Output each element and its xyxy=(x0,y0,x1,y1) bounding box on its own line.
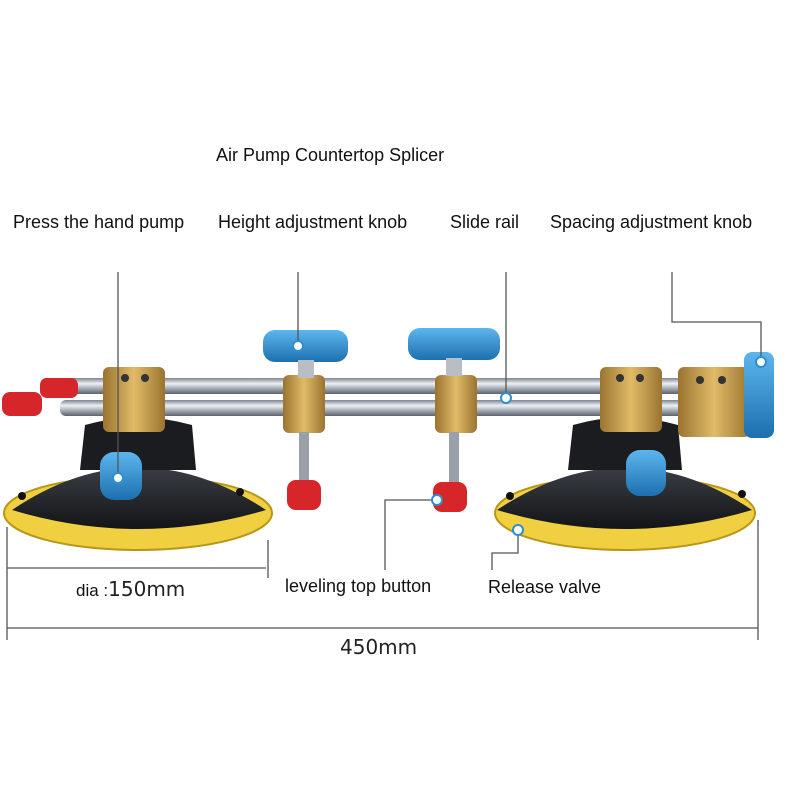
leveling-button-left xyxy=(287,480,321,510)
marker-dot-rail xyxy=(500,392,512,404)
marker-dot-spacing xyxy=(755,356,767,368)
leveling-screws xyxy=(287,432,467,512)
red-end-cap xyxy=(40,378,78,398)
leader-lines xyxy=(6,272,762,640)
label-hand-pump: Press the hand pump xyxy=(13,212,185,232)
dia-value: 150mm xyxy=(108,577,186,601)
diagram-title: Air Pump Countertop Splicer xyxy=(216,145,445,165)
marker-dot-release xyxy=(512,524,524,536)
right-cup-body xyxy=(497,467,752,529)
label-slide-rail: Slide rail xyxy=(450,212,520,232)
right-brass-block xyxy=(600,367,662,432)
marker-dots xyxy=(112,340,767,536)
marker-dot-pump xyxy=(112,472,124,484)
label-release-valve: Release valve xyxy=(488,577,602,597)
left-brass-block xyxy=(103,367,165,432)
upper-rail xyxy=(40,378,745,394)
spacing-knob xyxy=(744,352,774,438)
label-height-knob: Height adjustment knob xyxy=(218,212,408,232)
dia-prefix: dia : xyxy=(76,581,109,600)
label-leveling-button: leveling top button xyxy=(285,576,432,596)
leveling-button-right xyxy=(433,482,467,512)
marker-dot-height xyxy=(292,340,304,352)
height-brass-block xyxy=(435,375,477,433)
slide-rail xyxy=(2,378,745,416)
left-cup-screw xyxy=(18,492,26,500)
height-adjustment-knobs xyxy=(263,328,500,378)
label-total-length: 450mm xyxy=(340,635,418,659)
height-brass-block xyxy=(283,375,325,433)
height-knob-right xyxy=(408,328,500,360)
left-cup-body xyxy=(12,467,266,529)
spacing-brass-block xyxy=(678,367,750,437)
height-knob-left xyxy=(263,330,348,362)
spacing-leader xyxy=(671,272,762,362)
label-spacing-knob: Spacing adjustment knob xyxy=(550,212,753,232)
lower-rail xyxy=(60,400,740,416)
right-suction-cup xyxy=(494,417,756,551)
label-diameter: dia :150mm xyxy=(76,579,185,599)
marker-dot-leveling xyxy=(431,494,443,506)
release-valve-plunger xyxy=(626,450,666,496)
hand-pumps xyxy=(100,450,666,500)
red-end-cap xyxy=(2,392,42,416)
release-leader xyxy=(491,530,519,570)
leveling-leader xyxy=(384,499,437,570)
